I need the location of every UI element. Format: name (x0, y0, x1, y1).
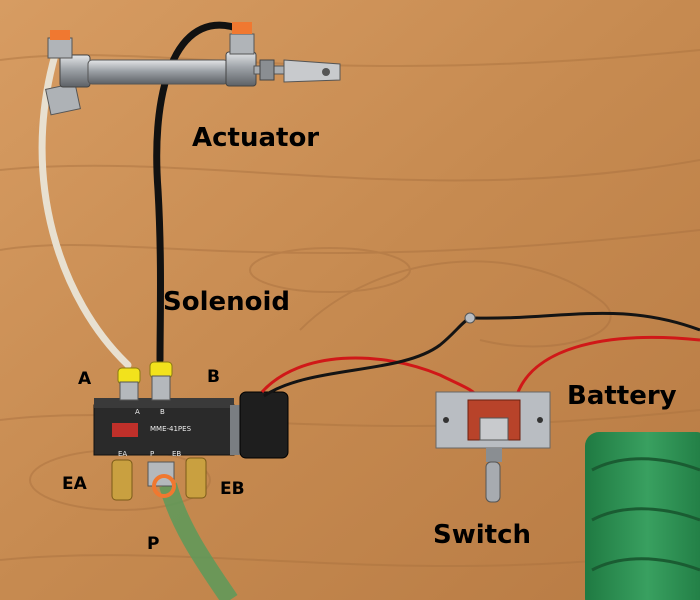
battery-label: Battery (567, 381, 677, 411)
pressure-fitting (147, 461, 176, 498)
valve-print-eb: EB (172, 450, 181, 458)
solenoid-label: Solenoid (163, 287, 291, 317)
brass-mufflers (111, 457, 207, 501)
black-wire-battery (473, 311, 700, 332)
black-air-tube (153, 21, 246, 364)
valve-print-model: MME-41PES (150, 425, 192, 433)
valve-print-a: A (135, 408, 140, 416)
clear-air-tube (38, 51, 132, 369)
wire-splice (464, 312, 476, 324)
actuator-label: Actuator (192, 123, 320, 153)
toggle-switch (435, 391, 551, 503)
black-wire-solenoid (263, 316, 471, 398)
valve-print: A B MME-41PES EA P EB (118, 408, 192, 458)
solenoid-valve (93, 391, 289, 459)
exhaust-a-label: EA (62, 474, 87, 494)
actuator-cylinder (45, 51, 341, 116)
yellow-fittings (117, 361, 173, 401)
red-wire-solenoid (260, 356, 480, 399)
red-wire-battery (514, 336, 700, 399)
green-supply-tube (159, 482, 238, 600)
battery-pack (585, 432, 700, 600)
exhaust-b-label: EB (220, 479, 245, 499)
valve-print-ea: EA (118, 450, 127, 458)
pressure-label: P (147, 534, 160, 554)
valve-print-b: B (160, 408, 165, 416)
actuator-fittings (47, 22, 255, 59)
port-b-label: B (207, 367, 220, 387)
port-a-label: A (78, 369, 92, 389)
switch-label: Switch (433, 520, 532, 550)
valve-print-p: P (150, 450, 154, 458)
